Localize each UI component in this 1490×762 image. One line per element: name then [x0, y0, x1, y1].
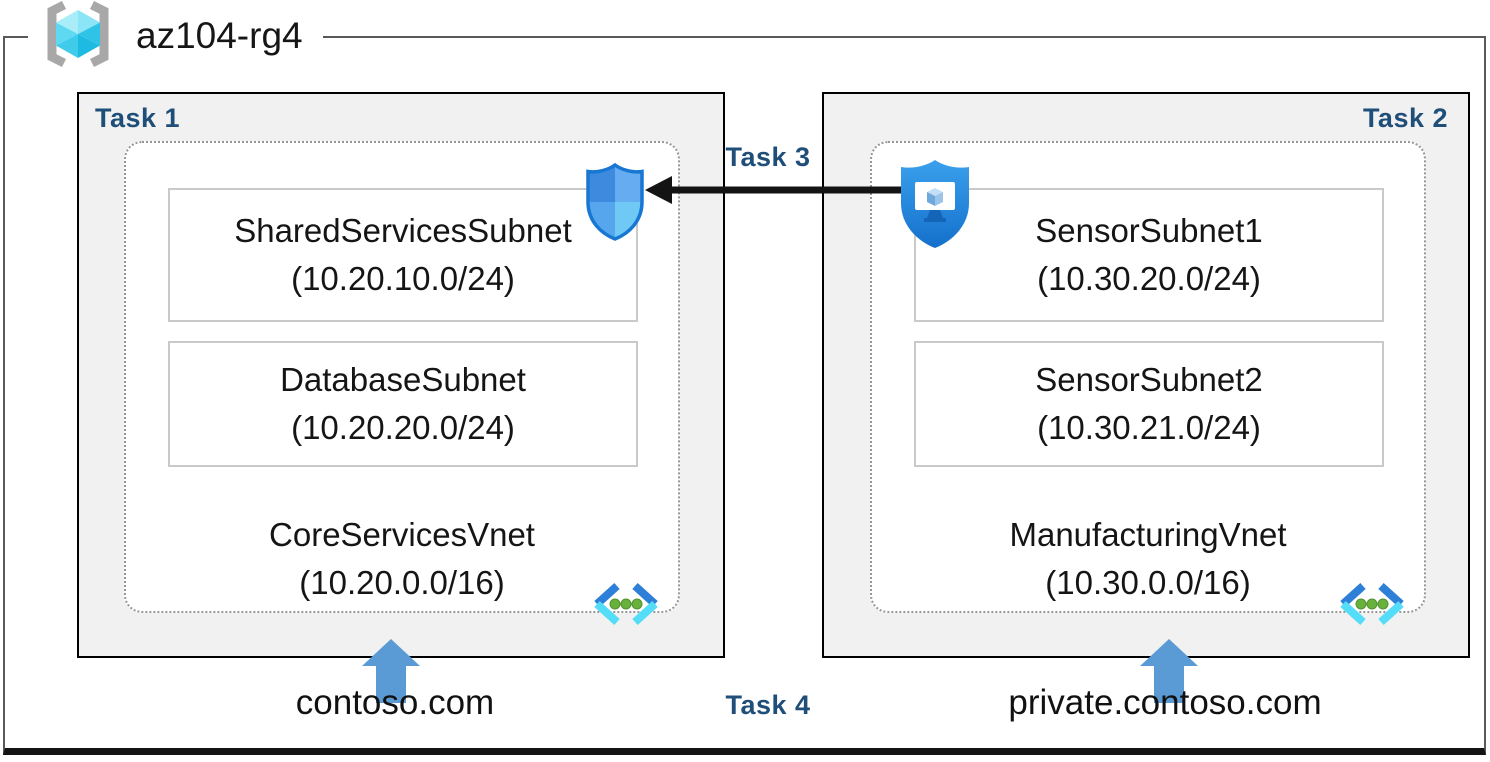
task2-label: Task 2: [1362, 103, 1448, 133]
dns-domain-label-private-contoso: private.contoso.com: [1008, 683, 1322, 722]
vnet-cidr: (10.20.0.0/16): [299, 563, 505, 601]
task3-label: Task 3: [725, 142, 811, 172]
virtual-network-icon: [590, 583, 662, 625]
dns-domain-label-contoso: contoso.com: [295, 683, 495, 722]
subnet-cidr: (10.30.21.0/24): [1037, 409, 1261, 446]
up-arrow-icon: [1140, 639, 1198, 703]
vnet-name-label: CoreServicesVnet (10.20.0.0/16): [126, 511, 678, 607]
subnet-name: DatabaseSubnet: [280, 361, 526, 399]
subnet-cidr: (10.30.20.0/24): [1037, 260, 1261, 297]
task4-label: Task 4: [725, 690, 811, 720]
subnet-name: SensorSubnet2: [1035, 361, 1263, 399]
subnet-box-sensor1: SensorSubnet1 (10.30.20.0/24): [914, 188, 1384, 322]
vnet-box-manufacturing: Task 2 SensorSubnet1 (10.30.20.0/24) Sen…: [822, 92, 1470, 658]
task3-arrow: [642, 172, 912, 208]
subnet-box-database: DatabaseSubnet (10.20.20.0/24): [168, 341, 638, 467]
resource-group-frame: [3, 36, 1486, 755]
coreservices-vnet-boundary: SharedServicesSubnet (10.20.10.0/24) Dat…: [124, 141, 680, 625]
vnet-box-coreservices: Task 1 SharedServicesSubnet (10.20.10.0/…: [77, 92, 725, 658]
subnet-box-sensor2: SensorSubnet2 (10.30.21.0/24): [914, 341, 1384, 467]
resource-group-name: az104-rg4: [136, 15, 303, 56]
resource-group-icon: [40, 0, 116, 73]
vnet-name-label: ManufacturingVnet (10.30.0.0/16): [872, 511, 1424, 607]
vnet-name: CoreServicesVnet: [269, 516, 535, 553]
task1-label: Task 1: [95, 103, 181, 133]
subnet-name: SensorSubnet1: [1035, 212, 1263, 250]
subnet-box-sharedservices: SharedServicesSubnet (10.20.10.0/24): [168, 188, 638, 322]
virtual-network-icon: [1336, 583, 1408, 625]
subnet-cidr: (10.20.20.0/24): [291, 409, 515, 446]
up-arrow-icon: [362, 639, 420, 703]
vnet-name: ManufacturingVnet: [1009, 516, 1287, 553]
subnet-name: SharedServicesSubnet: [234, 212, 572, 250]
subnet-cidr: (10.20.10.0/24): [291, 260, 515, 297]
resource-group-header: az104-rg4: [28, 0, 323, 73]
application-security-group-icon: [897, 157, 973, 251]
vnet-cidr: (10.30.0.0/16): [1045, 563, 1251, 601]
network-security-group-icon: [584, 162, 646, 242]
